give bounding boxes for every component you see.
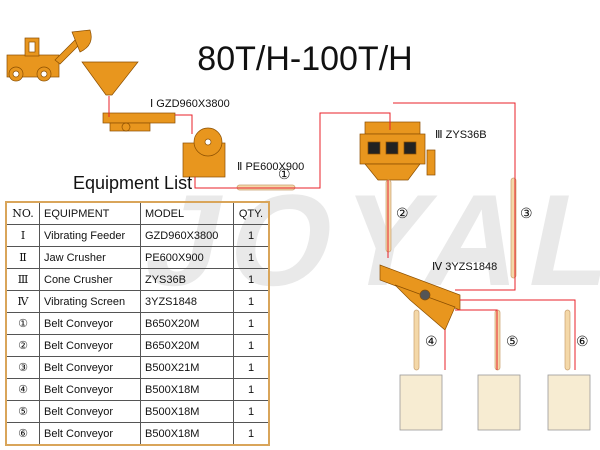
hopper-icon xyxy=(81,61,139,96)
vibrating-feeder-icon xyxy=(102,112,176,132)
cell-equipment: Belt Conveyor xyxy=(39,378,141,401)
conveyor-4-label: ④ xyxy=(425,333,438,349)
cell-qty: 1 xyxy=(233,312,270,335)
cell-qty: 1 xyxy=(233,378,270,401)
header-model: MODEL xyxy=(140,201,234,225)
cell-model: B500X18M xyxy=(140,422,234,446)
equipment-list-title: Equipment List xyxy=(73,173,193,193)
cell-qty: 1 xyxy=(233,334,270,357)
cell-equipment: Belt Conveyor xyxy=(39,334,141,357)
conveyor-2-label: ② xyxy=(396,205,409,221)
cell-equipment: Belt Conveyor xyxy=(39,422,141,446)
cell-equipment: Vibrating Feeder xyxy=(39,224,141,247)
cell-no: Ⅰ xyxy=(5,224,40,247)
cell-no: ④ xyxy=(5,378,40,401)
cell-qty: 1 xyxy=(233,422,270,446)
cell-equipment: Vibrating Screen xyxy=(39,290,141,313)
screen-label: Ⅳ 3YZS1848 xyxy=(432,261,498,273)
cell-qty: 1 xyxy=(233,246,270,269)
cell-equipment: Belt Conveyor xyxy=(39,312,141,335)
material-flow-lines xyxy=(108,96,576,370)
cell-model: B500X18M xyxy=(140,378,234,401)
cell-no: ① xyxy=(5,312,40,335)
conveyor-6-label: ⑥ xyxy=(576,333,589,349)
cell-equipment: Belt Conveyor xyxy=(39,356,141,379)
conveyor-1-label: ① xyxy=(278,166,291,182)
cone-crusher-label: Ⅲ ZYS36B xyxy=(435,129,487,141)
cell-no: ③ xyxy=(5,356,40,379)
cell-model: GZD960X3800 xyxy=(140,224,234,247)
vibrating-screen-icon xyxy=(379,264,461,331)
conveyor-5-label: ⑤ xyxy=(506,333,519,349)
header-equipment: EQUIPMENT xyxy=(39,201,141,225)
cell-model: 3YZS1848 xyxy=(140,290,234,313)
table-header: NO. EQUIPMENT MODEL QTY. xyxy=(5,201,270,225)
cell-model: B500X21M xyxy=(140,356,234,379)
cell-no: Ⅳ xyxy=(5,290,40,313)
stockpile-bins xyxy=(399,374,591,431)
cell-qty: 1 xyxy=(233,268,270,291)
cell-equipment: Belt Conveyor xyxy=(39,400,141,423)
jaw-crusher-label: Ⅱ PE600X900 xyxy=(237,161,305,173)
jaw-crusher-icon xyxy=(182,127,226,178)
cell-qty: 1 xyxy=(233,290,270,313)
cell-equipment: Jaw Crusher xyxy=(39,246,141,269)
cell-equipment: Cone Crusher xyxy=(39,268,141,291)
cell-model: PE600X900 xyxy=(140,246,234,269)
cell-model: B650X20M xyxy=(140,312,234,335)
wheel-loader-icon xyxy=(6,29,92,82)
cell-qty: 1 xyxy=(233,356,270,379)
cell-no: ⑥ xyxy=(5,422,40,446)
cone-crusher-icon xyxy=(359,121,436,181)
conveyor-3-label: ③ xyxy=(520,205,533,221)
page-title: 80T/H-100T/H xyxy=(197,40,413,78)
cell-no: Ⅲ xyxy=(5,268,40,291)
cell-model: ZYS36B xyxy=(140,268,234,291)
cell-no: Ⅱ xyxy=(5,246,40,269)
cell-no: ② xyxy=(5,334,40,357)
cell-qty: 1 xyxy=(233,224,270,247)
cell-no: ⑤ xyxy=(5,400,40,423)
cell-qty: 1 xyxy=(233,400,270,423)
cell-model: B650X20M xyxy=(140,334,234,357)
header-qty: QTY. xyxy=(233,201,270,225)
cell-model: B500X18M xyxy=(140,400,234,423)
header-no: NO. xyxy=(5,201,40,225)
feeder-label: Ⅰ GZD960X3800 xyxy=(150,98,230,110)
